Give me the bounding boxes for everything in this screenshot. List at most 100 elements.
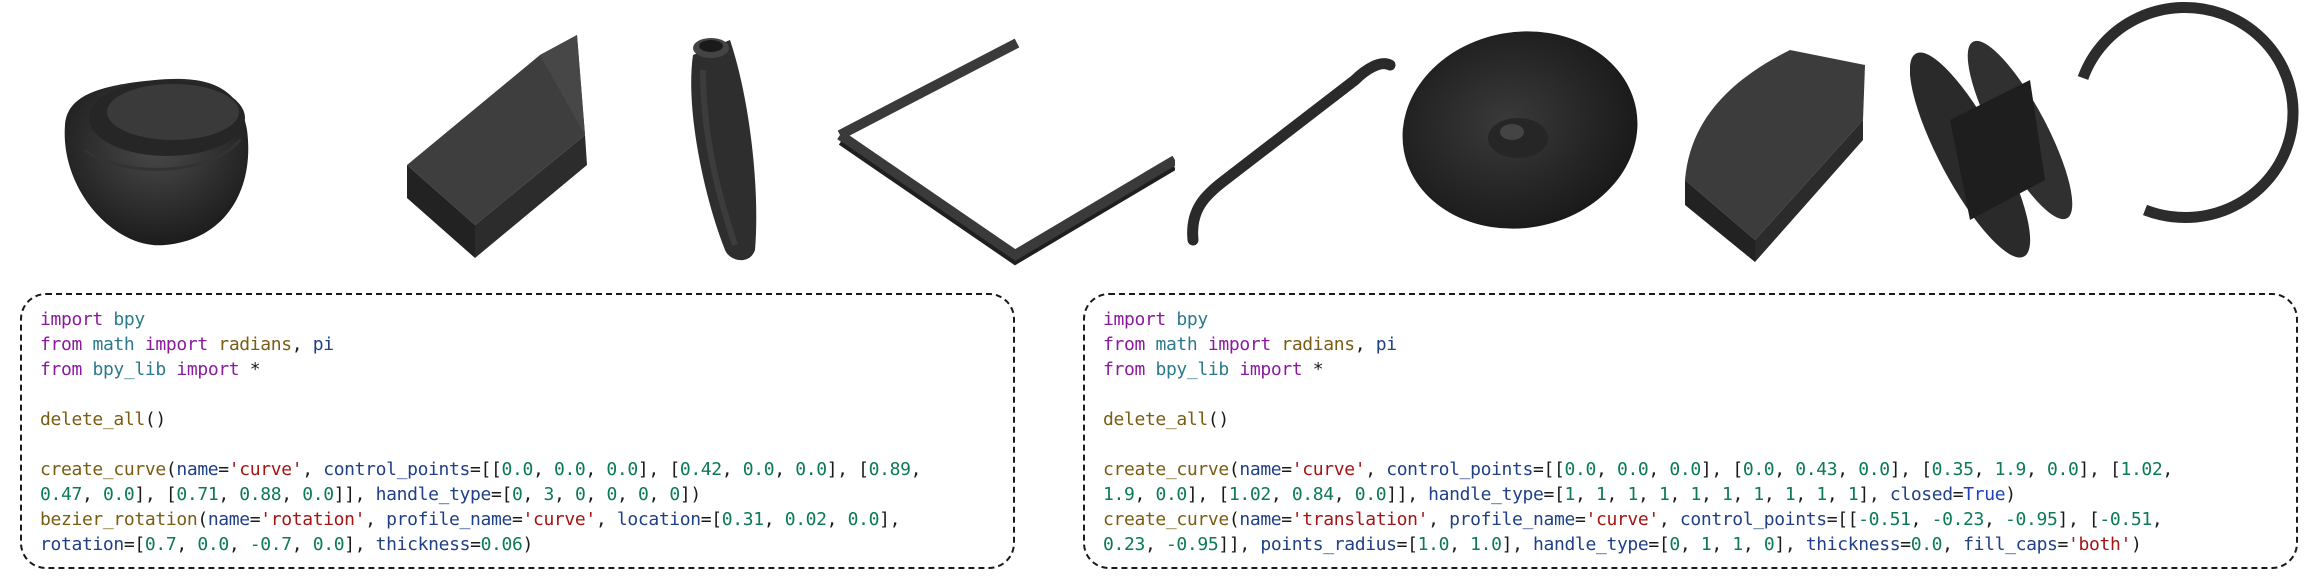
code-token: () — [144, 409, 166, 430]
code-token: 0.84 — [1291, 484, 1334, 505]
code-token: , — [1270, 484, 1292, 505]
code-token — [1271, 334, 1282, 355]
code-token: 'curve' — [1291, 459, 1366, 480]
code-token: ( — [197, 509, 208, 530]
code-token: 'translation' — [1291, 509, 1429, 530]
open-ring-render — [2075, 0, 2310, 285]
code-token: 0.06 — [480, 534, 523, 555]
tapered-tube-render — [675, 0, 795, 285]
code-line: create_curve(name='curve', control_point… — [40, 457, 997, 482]
code-token: 1 — [1596, 484, 1607, 505]
code-token — [103, 309, 114, 330]
code-token: , — [291, 534, 313, 555]
code-token: , — [1826, 484, 1848, 505]
code-token: bpy_lib — [1155, 359, 1229, 380]
code-line: rotation=[0.7, 0.0, -0.7, 0.0], thicknes… — [40, 532, 997, 557]
code-token: , — [1711, 534, 1733, 555]
code-token: ], [ — [1889, 459, 1932, 480]
code-token: , — [1910, 509, 1932, 530]
code-token: = — [1900, 534, 1911, 555]
code-token: import — [1239, 359, 1303, 380]
code-token: -0.7 — [249, 534, 292, 555]
code-token: location — [616, 509, 701, 530]
code-token: delete_all — [40, 409, 145, 430]
code-token: 'curve' — [522, 509, 596, 530]
code-token: , — [1942, 534, 1964, 555]
code-token: , — [1575, 484, 1596, 505]
code-token: control_points — [323, 459, 471, 480]
code-token: import — [40, 309, 103, 330]
code-token: 0 — [669, 484, 680, 505]
code-line — [1103, 432, 2280, 457]
code-token: ], — [1858, 484, 1890, 505]
code-token — [1166, 309, 1177, 330]
code-token: = — [511, 509, 523, 530]
code-token — [1145, 334, 1156, 355]
code-token: profile_name — [386, 509, 512, 530]
code-token: -0.95 — [2005, 509, 2058, 530]
code-token: , — [1795, 484, 1817, 505]
code-token: , — [1732, 484, 1754, 505]
code-token: 0 — [637, 484, 649, 505]
code-token: , — [595, 509, 617, 530]
code-line: bezier_rotation(name='rotation', profile… — [40, 507, 997, 532]
code-token — [208, 334, 219, 355]
code-token: 1.9 — [1994, 459, 2027, 480]
code-token: , — [532, 459, 554, 480]
code-token: import — [144, 334, 208, 355]
code-token: 1 — [1627, 484, 1638, 505]
code-token: bpy — [1176, 309, 1208, 330]
code-line: create_curve(name='translation', profile… — [1103, 507, 2280, 532]
code-token: ], [ — [826, 459, 869, 480]
code-token: 0.0 — [1155, 484, 1187, 505]
code-token: 0.0 — [1354, 484, 1387, 505]
code-token: 0 — [606, 484, 617, 505]
code-line: 0.23, -0.95]], points_radius=[1.0, 1.0],… — [1103, 532, 2280, 557]
code-token: 0.0 — [606, 459, 638, 480]
code-token: () — [1207, 409, 1229, 430]
code-token: 0.43 — [1795, 459, 1838, 480]
code-token: , — [176, 534, 198, 555]
code-token: name — [207, 509, 250, 530]
code-token: = — [1952, 484, 1964, 505]
code-token: ]) — [679, 484, 701, 505]
code-token: =[ — [1543, 484, 1565, 505]
code-token: pi — [312, 334, 334, 355]
code-token: , — [1354, 334, 1376, 355]
code-token: 1 — [1847, 484, 1859, 505]
code-token: 0.0 — [302, 484, 334, 505]
code-token: create_curve — [40, 459, 166, 480]
code-token: from — [1103, 334, 1145, 355]
code-token: 'curve' — [228, 459, 303, 480]
code-token: ], [ — [2057, 509, 2100, 530]
code-token: , — [1606, 484, 1628, 505]
code-token: True — [1963, 484, 2006, 505]
code-token: profile_name — [1449, 509, 1575, 530]
code-token: 1 — [1721, 484, 1733, 505]
code-token: =[[ — [1826, 509, 1859, 530]
rounded-block-render — [1680, 0, 1880, 285]
code-token: ]], — [333, 484, 376, 505]
code-token: , — [1700, 484, 1722, 505]
code-token: = — [1281, 459, 1292, 480]
code-token: import — [176, 359, 240, 380]
code-token: 0.02 — [784, 509, 827, 530]
code-token: 0.42 — [679, 459, 722, 480]
code-token: 0.0 — [1742, 459, 1775, 480]
code-token: , — [763, 509, 785, 530]
code-token: * — [239, 359, 261, 380]
code-token: ], [ — [1186, 484, 1229, 505]
code-token: 0 — [1763, 534, 1775, 555]
code-token: 0.0 — [553, 459, 586, 480]
code-token: name — [1239, 459, 1282, 480]
code-token: , — [1679, 534, 1701, 555]
code-token: ) — [2130, 534, 2142, 555]
code-token: = — [249, 509, 261, 530]
code-token: 0.0 — [1858, 459, 1890, 480]
code-token: 1.0 — [1470, 534, 1502, 555]
code-token: , — [1449, 534, 1471, 555]
code-token: , — [1984, 509, 2006, 530]
code-token: bezier_rotation — [40, 509, 198, 530]
code-token: , — [218, 484, 240, 505]
